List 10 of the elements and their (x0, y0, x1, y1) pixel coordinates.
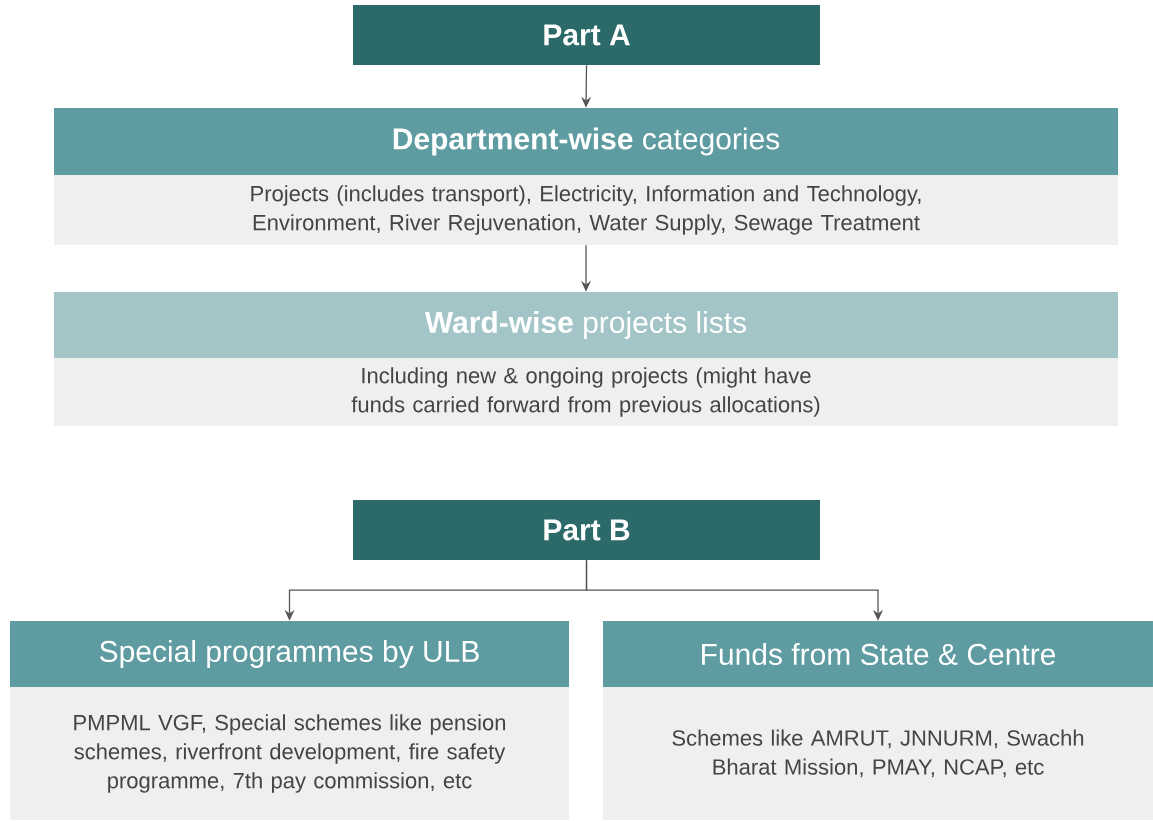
description-panel: Including new & ongoing projects (might have funds carried forward from previous allocations) (54, 358, 1118, 426)
description-panel: Projects (includes transport), Electricity, Information and Technology, Environment, River Rejuvenation, Water Supply, Sewage Treatment (54, 175, 1118, 245)
title-box: Part B (353, 500, 820, 560)
category-header: Ward-wise projects lists (54, 292, 1118, 358)
description-panel: Schemes like AMRUT, JNNURM, Swachh Bharat Mission, PMAY, NCAP, etc (603, 687, 1153, 820)
category-header: Special programmes by ULB (10, 621, 569, 687)
category-header: Funds from State & Centre (603, 621, 1153, 687)
description-panel: PMPML VGF, Special schemes like pension schemes, riverfront development, fire safety programme, 7th pay commission, etc (10, 687, 569, 820)
category-header: Department-wise categories (54, 108, 1118, 175)
title-box: Part A (353, 5, 820, 65)
